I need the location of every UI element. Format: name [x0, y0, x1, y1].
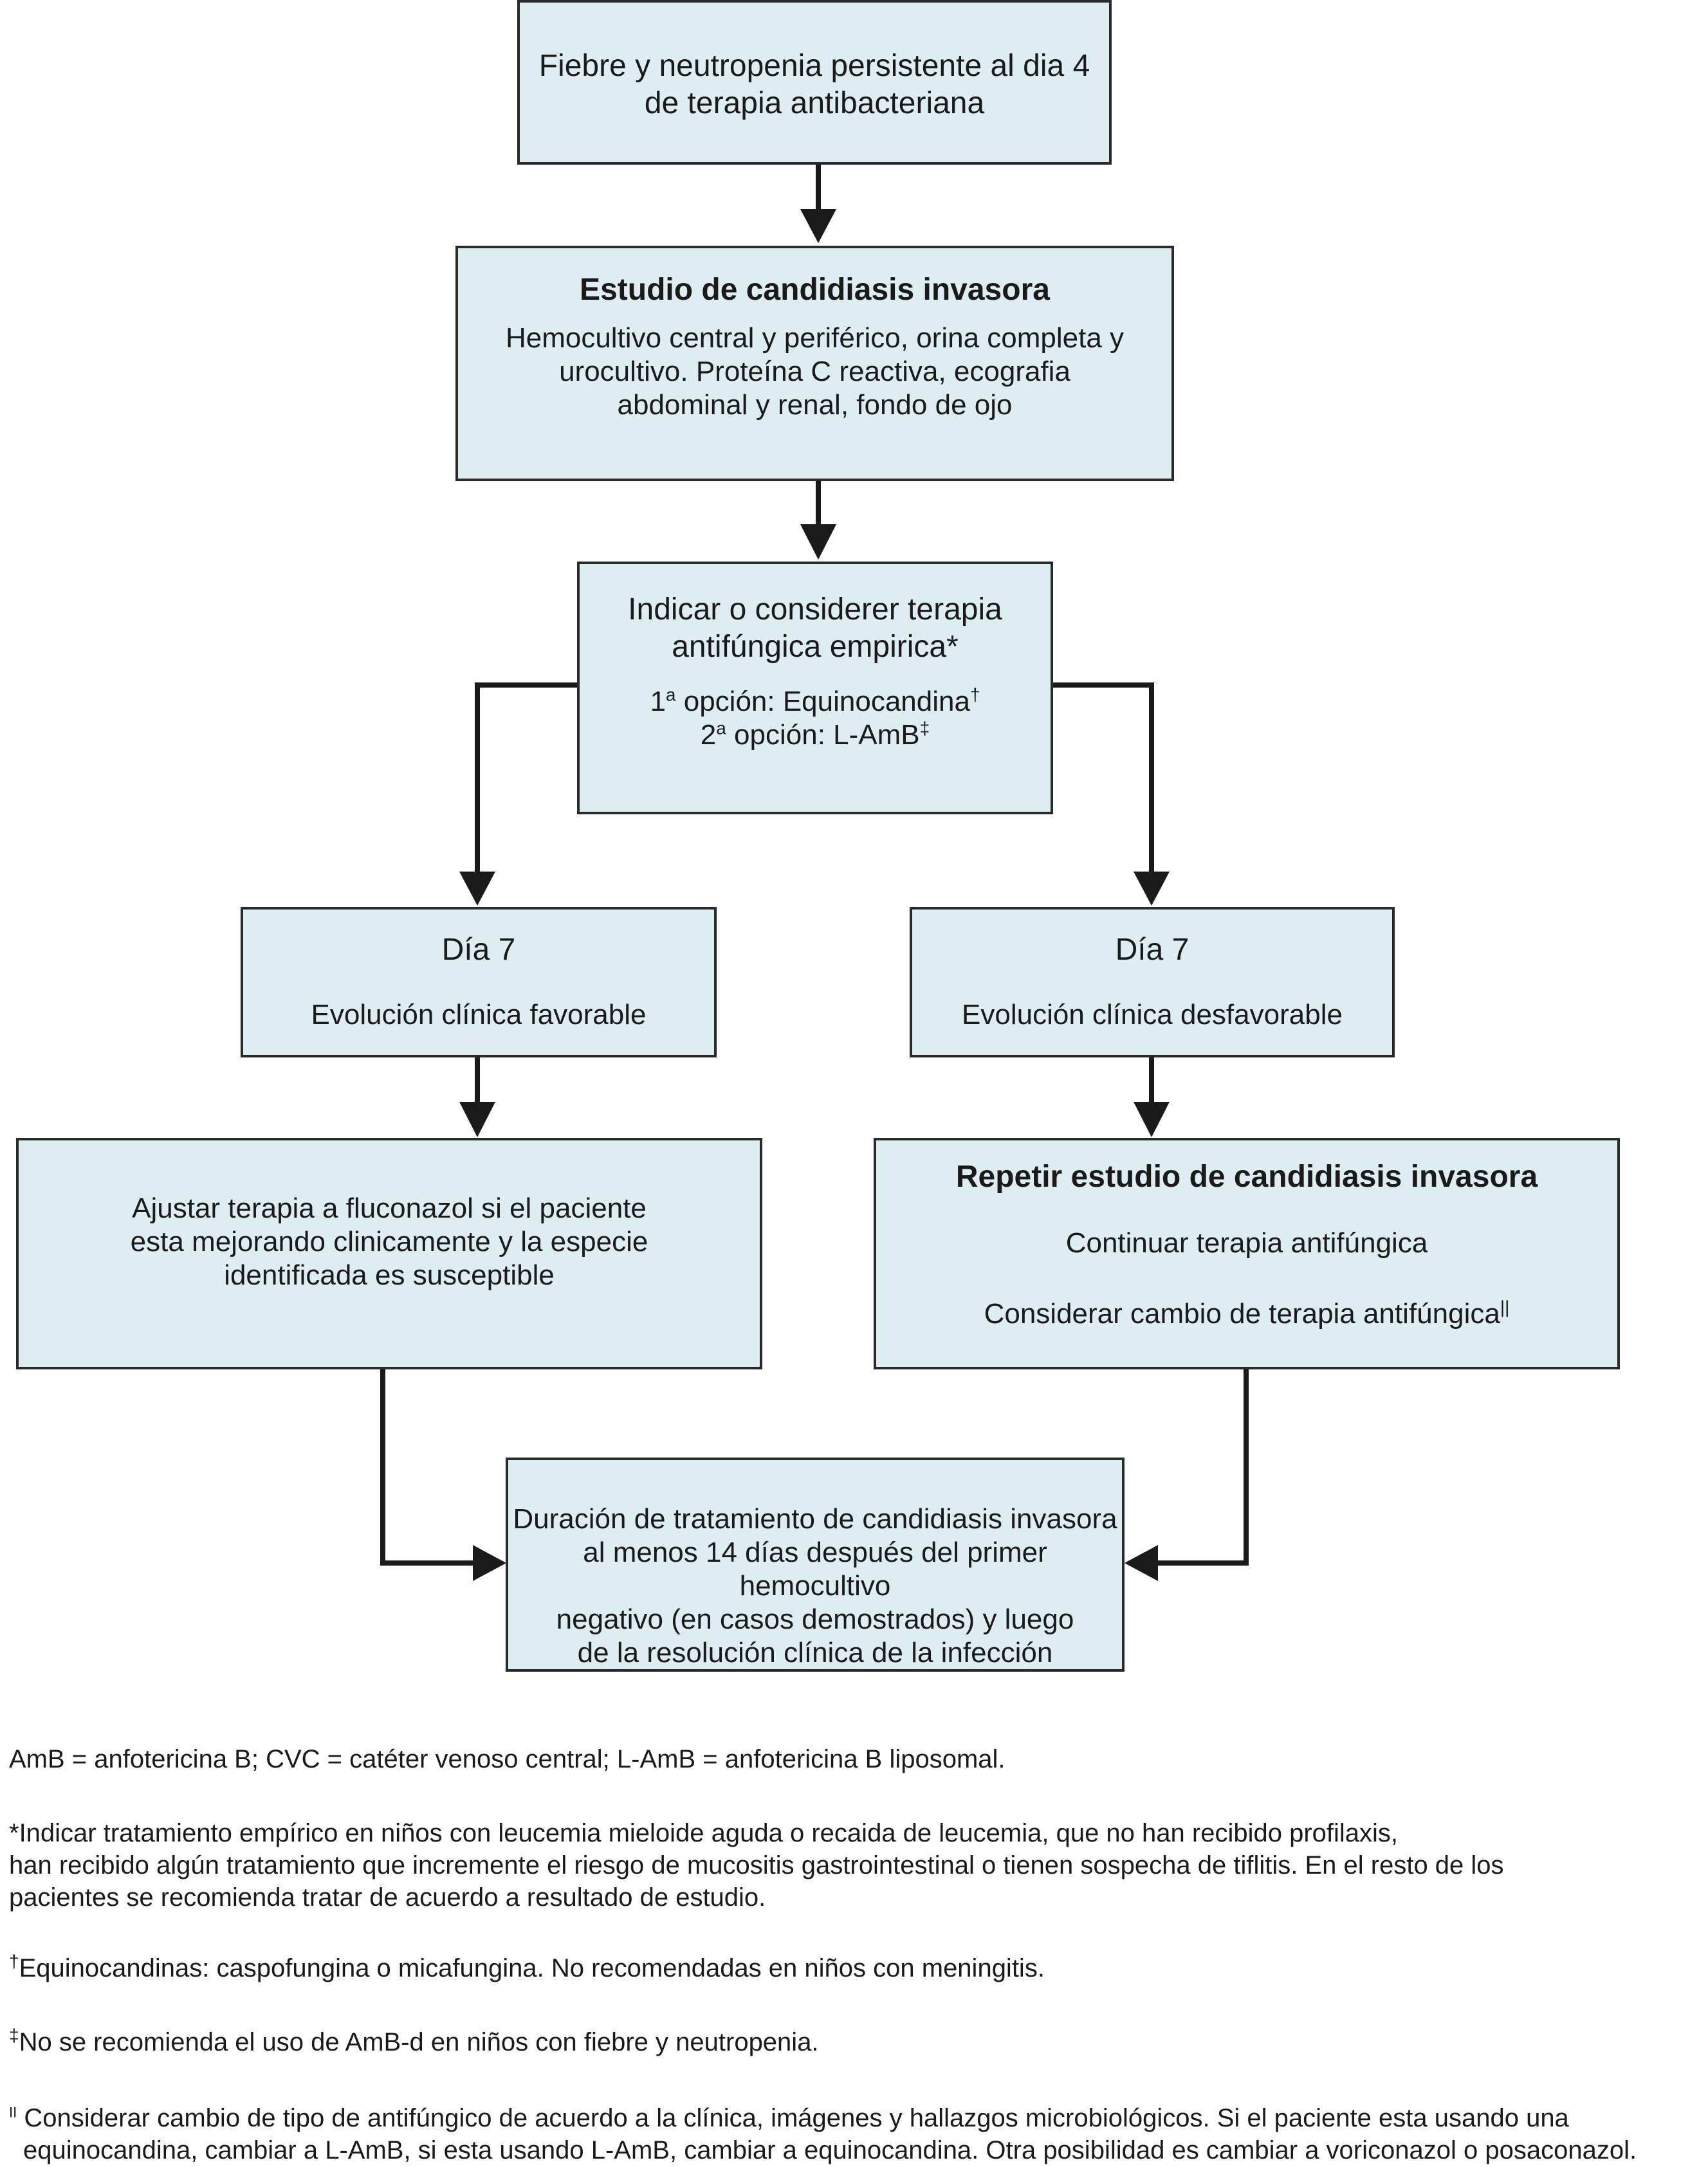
adjust-line-3: identificada es susceptible [224, 1259, 555, 1291]
indicate-option-1: 1a opción: Equinocandina† [650, 684, 980, 717]
parallel-mark: II [9, 2104, 17, 2121]
arrowhead [459, 872, 495, 906]
dagger-mark: † [9, 1951, 19, 1971]
arrowhead [459, 1102, 495, 1137]
edge-indicate-unfav [1053, 682, 1154, 872]
duration-line-3: negativo (en casos demostrados) y luego [556, 1604, 1074, 1635]
edge-repeat-duration [1158, 1367, 1249, 1566]
study-line-1: Hemocultivo central y periférico, orina … [505, 322, 1125, 354]
arrowhead [1134, 872, 1170, 906]
day7-unfav-text: Evolución clínica desfavorable [962, 999, 1343, 1030]
day7-unfav-title: Día 7 [1115, 933, 1189, 967]
edge-adjust-duration [380, 1367, 473, 1566]
edge-indicate-fav [475, 682, 577, 872]
arrowhead [473, 1545, 506, 1581]
box-adjust: Ajustar terapia a fluconazol si el pacie… [16, 1138, 762, 1369]
ddagger-mark: ‡ [9, 2025, 19, 2045]
study-line-3: abdominal y renal, fondo de ojo [617, 389, 1013, 421]
arrowhead [800, 209, 836, 243]
duration-line-4: de la resolución clínica de la infección [577, 1637, 1053, 1669]
note-parallel-line-2: equinocandina, cambiar a L-AmB, si esta … [23, 2136, 1637, 2164]
arrowhead [800, 524, 836, 560]
note-dagger-text: Equinocandinas: caspofungina o micafungi… [19, 1954, 1045, 1982]
start-text-line-2: de terapia antibacteriana [644, 86, 985, 120]
note-abbreviations: AmB = anfotericina B; CVC = catéter veno… [9, 1743, 1701, 1775]
day7-fav-title: Día 7 [441, 933, 516, 967]
box-start: Fiebre y neutropenia persistente al dia … [517, 0, 1112, 165]
note-ddagger-text: No se recomienda el uso de AmB-d en niño… [19, 2028, 819, 2056]
study-line-2: urocultivo. Proteína C reactiva, ecograf… [559, 356, 1070, 387]
note-star-line-2: han recibido algún tratamiento que incre… [9, 1851, 1504, 1879]
adjust-line-2: esta mejorando clinicamente y la especie [130, 1226, 648, 1257]
start-text-line-1: Fiebre y neutropenia persistente al dia … [538, 49, 1090, 83]
box-repeat: Repetir estudio de candidiasis invasora … [874, 1138, 1620, 1369]
note-ddagger: ‡No se recomienda el uso de AmB-d en niñ… [9, 2026, 1701, 2058]
arrowhead [1125, 1545, 1158, 1581]
duration-line-1: Duración de tratamiento de candidiasis i… [513, 1503, 1117, 1535]
box-day7-favorable: Día 7 Evolución clínica favorable [241, 907, 717, 1057]
note-parallel: II Considerar cambio de tipo de antifúng… [9, 2102, 1701, 2166]
repeat-title: Repetir estudio de candidiasis invasora [955, 1160, 1538, 1194]
indicate-option-2: 2a opción: L-AmB‡ [700, 718, 930, 751]
duration-line-2: al menos 14 días después del primer hemo… [583, 1537, 1047, 1602]
arrowhead [1134, 1102, 1170, 1137]
day7-fav-text: Evolución clínica favorable [311, 999, 647, 1030]
repeat-line-2: Considerar cambio de terapia antifúngica… [984, 1297, 1510, 1330]
box-day7-unfavorable: Día 7 Evolución clínica desfavorable [910, 907, 1395, 1057]
note-star: *Indicar tratamiento empírico en niños c… [9, 1817, 1701, 1914]
note-dagger: †Equinocandinas: caspofungina o micafung… [9, 1952, 1701, 1984]
box-study: Estudio de candidiasis invasora Hemocult… [455, 246, 1174, 481]
note-star-line-1: *Indicar tratamiento empírico en niños c… [9, 1819, 1399, 1847]
note-parallel-line-1: Considerar cambio de tipo de antifúngico… [24, 2104, 1569, 2132]
note-abbreviations-text: AmB = anfotericina B; CVC = catéter veno… [9, 1745, 1006, 1773]
note-star-line-3: pacientes se recomienda tratar de acuerd… [9, 1883, 766, 1912]
box-indicate: Indicar o considerer terapia antifúngica… [577, 562, 1053, 814]
repeat-line-1: Continuar terapia antifúngica [1065, 1227, 1428, 1259]
indicate-line-2: antifúngica empirica* [672, 630, 959, 664]
study-title: Estudio de candidiasis invasora [580, 273, 1050, 307]
box-duration: Duración de tratamiento de candidiasis i… [506, 1458, 1125, 1672]
adjust-line-1: Ajustar terapia a fluconazol si el pacie… [132, 1193, 647, 1224]
indicate-line-1: Indicar o considerer terapia [628, 592, 1002, 626]
